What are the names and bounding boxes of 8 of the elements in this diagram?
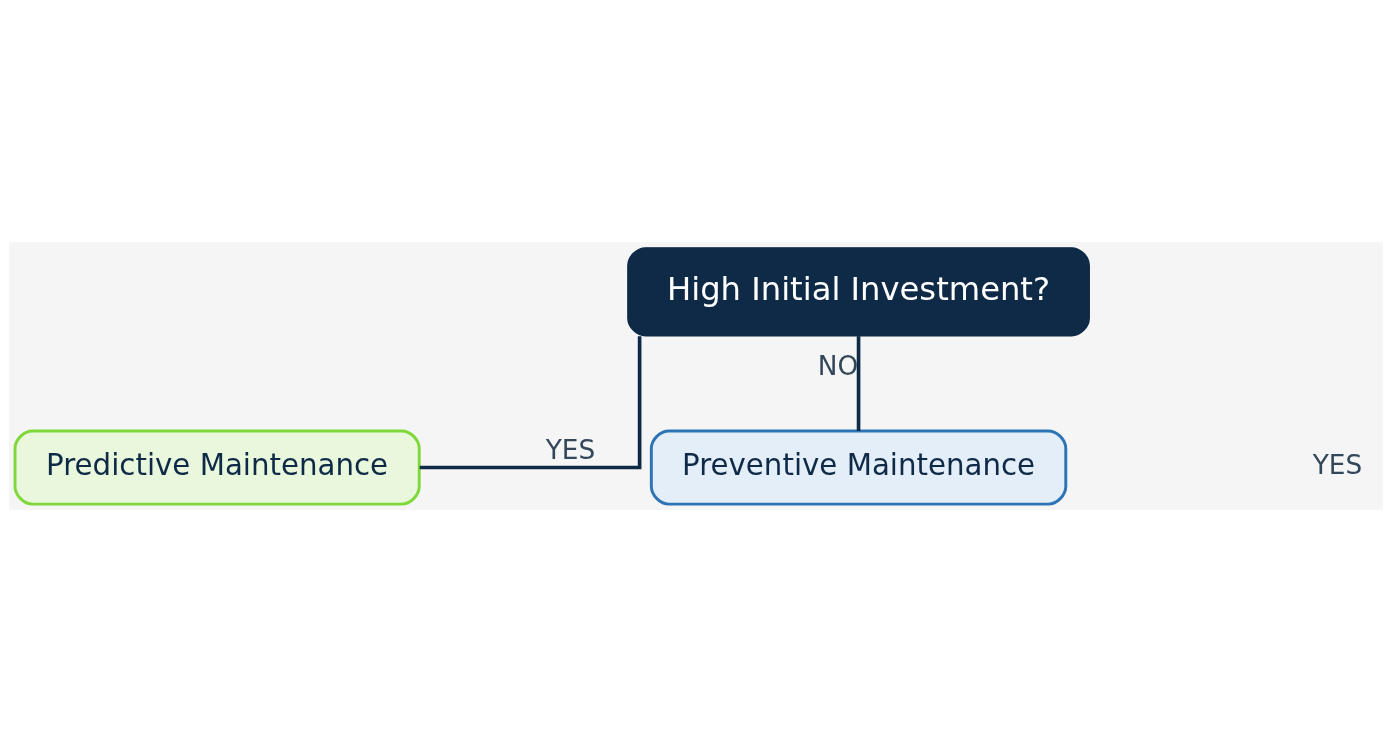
node-box: Preventive Maintenance xyxy=(649,429,1068,506)
label: YES xyxy=(1312,449,1363,480)
connector xyxy=(419,336,642,470)
edge-label: YES xyxy=(545,435,596,466)
node-box: High Initial Investment? xyxy=(627,247,1090,337)
edge-label: NO xyxy=(817,351,859,382)
node-box: Predictive Maintenance xyxy=(13,429,421,506)
connector xyxy=(856,336,861,431)
